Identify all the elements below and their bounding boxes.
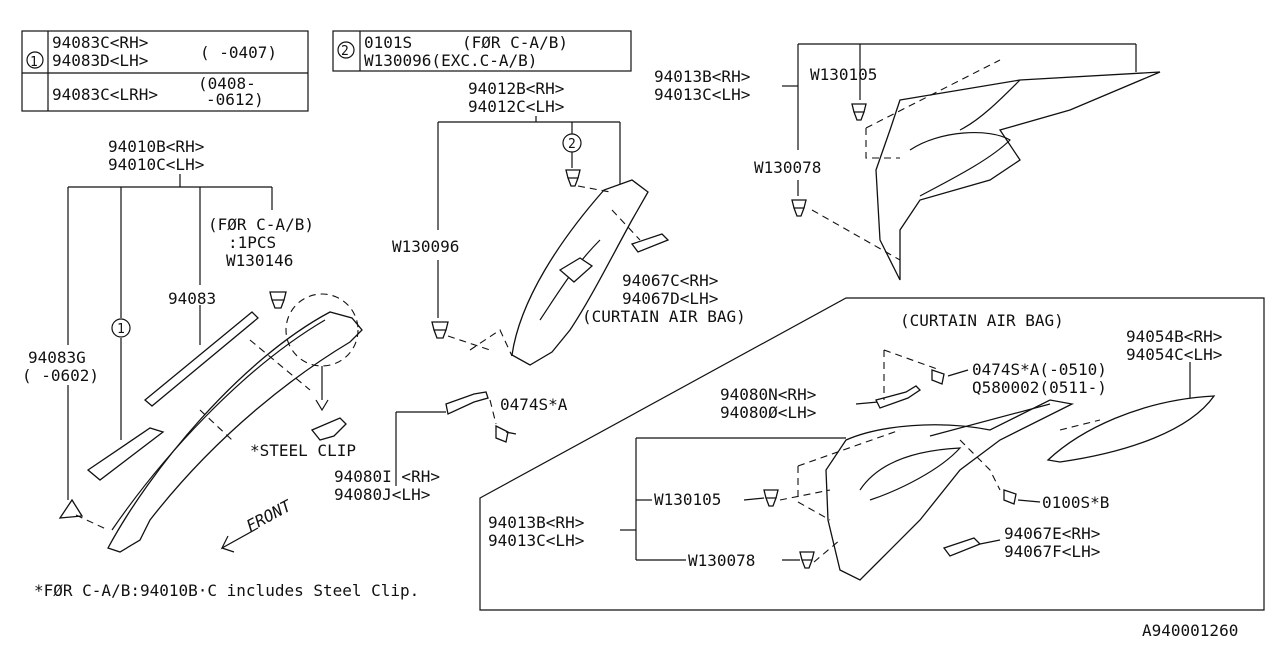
legend-2-line2: W130096(EXC.C-A/B) bbox=[364, 51, 537, 70]
front-label: FRONT bbox=[243, 496, 296, 536]
steel-clip-label: *STEEL CLIP bbox=[250, 441, 356, 460]
curtain-bolt-line2: Q580002(0511-) bbox=[972, 378, 1107, 397]
footnote: *FØR C-A/B:94010B·C includes Steel Clip. bbox=[34, 581, 419, 600]
figure-id: A940001260 bbox=[1142, 621, 1238, 640]
pillar-trim-part-g-line2: ( -0602) bbox=[22, 366, 99, 385]
curtain-trim-shape bbox=[825, 399, 1075, 581]
quarter-clip1-label: W130105 bbox=[810, 65, 877, 84]
curtain-trim-line2: 94013C<LH> bbox=[488, 531, 584, 550]
b-pillar-title-line1: 94012B<RH> bbox=[468, 79, 564, 98]
quarter-trim-shape bbox=[875, 71, 1161, 281]
cover-94067e-icon bbox=[942, 537, 982, 557]
clip-w130096-icon bbox=[431, 321, 449, 339]
curtain-cover-line2: 94067F<LH> bbox=[1004, 542, 1100, 561]
curtain-panel-line1: 94054B<RH> bbox=[1126, 327, 1222, 346]
panel-94054-shape bbox=[1046, 395, 1216, 463]
steel-clip-icon bbox=[310, 417, 347, 441]
quarter-trim-title-line1: 94013B<RH> bbox=[654, 67, 750, 86]
curtain-heading: (CURTAIN AIR BAG) bbox=[900, 311, 1064, 330]
legend-1-row1-line1: 94083C<RH> bbox=[52, 33, 148, 52]
clip-0101s-icon bbox=[565, 169, 581, 187]
pillar-trim-cond-line2: :1PCS bbox=[228, 233, 276, 252]
clip-w130146-icon bbox=[269, 291, 287, 309]
curtain-bracket-line1: 94080N<RH> bbox=[720, 385, 816, 404]
clip-w130078-top-icon bbox=[791, 199, 807, 217]
pillar-trim-title-line2: 94010C<LH> bbox=[108, 155, 204, 174]
clip-w130078-curtain-icon bbox=[799, 551, 815, 569]
front-arrow-icon bbox=[220, 527, 259, 553]
pillar-trim-marker: 1 bbox=[117, 322, 125, 337]
b-pillar-title-line2: 94012C<LH> bbox=[468, 97, 564, 116]
pillar-trim-title-line1: 94010B<RH> bbox=[108, 137, 204, 156]
clip-w130105-top-icon bbox=[851, 103, 867, 121]
b-pillar-marker: 2 bbox=[568, 137, 576, 152]
top-right-group: 94013B<RH> 94013C<LH> W130105 W130078 bbox=[654, 43, 1161, 281]
cover-94067c-line1: 94067C<RH> bbox=[622, 271, 718, 290]
pillar-trim-part-g-line1: 94083G bbox=[28, 348, 86, 367]
bracket-94080i-line1: 94080I <RH> bbox=[334, 467, 440, 486]
curtain-trim-line1: 94013B<RH> bbox=[488, 513, 584, 532]
strip-94083-shape bbox=[143, 311, 259, 407]
bracket-94080n-icon bbox=[875, 385, 922, 409]
legend-2-marker: 2 bbox=[341, 44, 349, 59]
quarter-trim-title-line2: 94013C<LH> bbox=[654, 85, 750, 104]
legend-1-row1-line2: 94083D<LH> bbox=[52, 51, 148, 70]
bracket-94080i-line2: 94080J<LH> bbox=[334, 485, 430, 504]
cover-94067c-curtain: (CURTAIN AIR BAG) bbox=[582, 307, 746, 326]
clip-w130105-curtain-icon bbox=[763, 489, 779, 507]
cover-94067c-icon bbox=[630, 233, 670, 253]
curtain-cover-line1: 94067E<RH> bbox=[1004, 524, 1100, 543]
legend-1-row2-range-line2: -0612) bbox=[206, 90, 264, 109]
left-group: 94010B<RH> 94010C<LH> (FØR C-A/B) :1PCS … bbox=[22, 137, 419, 600]
pillar-trim-clip-part: W130146 bbox=[226, 251, 293, 270]
legend-1-row2-text: 94083C<LRH> bbox=[52, 85, 158, 104]
strip-94083g-shape bbox=[86, 427, 165, 481]
quarter-clip2-label: W130078 bbox=[754, 158, 821, 177]
bracket-94080i-icon bbox=[445, 391, 489, 415]
legend-1-marker: 1 bbox=[30, 55, 38, 70]
middle-group: 94012B<RH> 94012C<LH> 2 W130096 94067C<R… bbox=[334, 79, 746, 504]
legend-2-line1-cond: (FØR C-A/B) bbox=[462, 33, 568, 52]
legend-2-line1-part: 0101S bbox=[364, 33, 412, 52]
bolt-0474s-curtain-icon bbox=[931, 369, 945, 385]
curtain-bracket-line2: 94080Ø<LH> bbox=[720, 403, 816, 422]
bolt-0100s-icon bbox=[1003, 489, 1017, 505]
curtain-bolt2-label: 0100S*B bbox=[1042, 493, 1109, 512]
curtain-airbag-group: (CURTAIN AIR BAG) 0474S*A(-0510) Q580002… bbox=[479, 297, 1265, 611]
legend-1-row1-range: ( -0407) bbox=[200, 43, 277, 62]
curtain-clip2-label: W130078 bbox=[688, 551, 755, 570]
bolt-0474s-label: 0474S*A bbox=[500, 395, 568, 414]
pillar-trim-part-94083: 94083 bbox=[168, 289, 216, 308]
curtain-bolt-line1: 0474S*A(-0510) bbox=[972, 360, 1107, 379]
curtain-panel-line2: 94054C<LH> bbox=[1126, 345, 1222, 364]
legend-1-row2-range-line1: (0408- bbox=[198, 74, 256, 93]
cover-94067c-line2: 94067D<LH> bbox=[622, 289, 718, 308]
legend-1: 1 94083C<RH> 94083D<LH> ( -0407) 94083C<… bbox=[21, 30, 309, 112]
legend-2: 2 0101S (FØR C-A/B) W130096(EXC.C-A/B) bbox=[332, 30, 632, 72]
curtain-clip1-label: W130105 bbox=[654, 490, 721, 509]
bolt-0474s-icon bbox=[495, 424, 517, 443]
b-pillar-clip-label: W130096 bbox=[392, 237, 459, 256]
pillar-trim-cond-line1: (FØR C-A/B) bbox=[208, 215, 314, 234]
